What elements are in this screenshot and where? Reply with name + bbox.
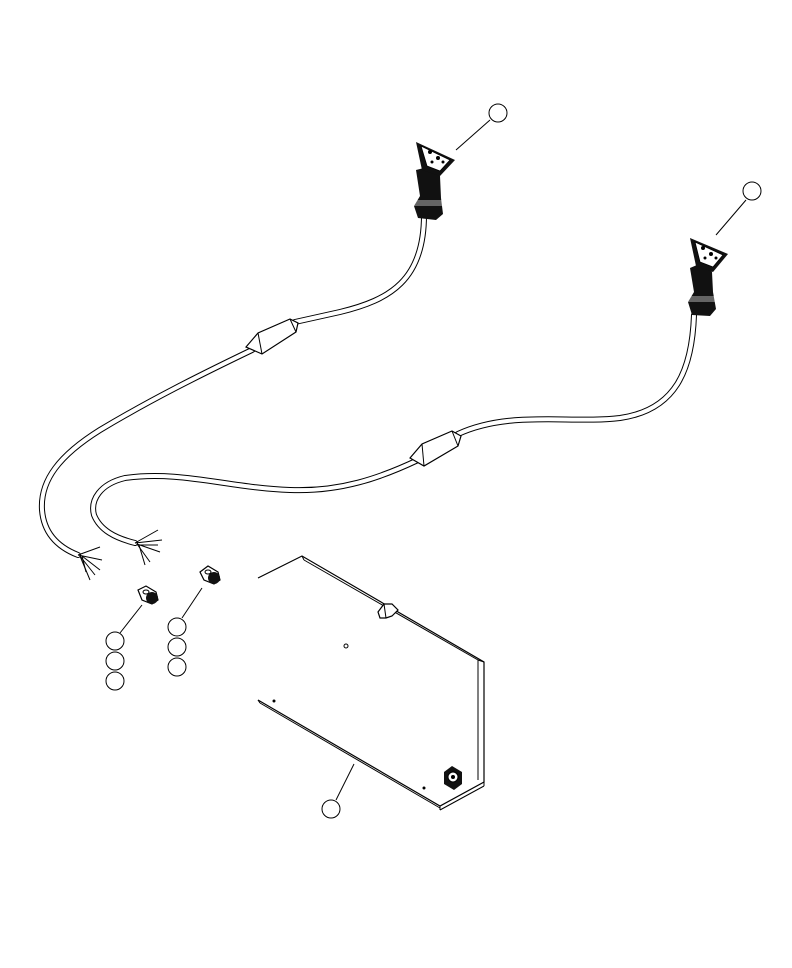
callout-7 xyxy=(167,637,187,657)
left-joystick-assembly xyxy=(38,119,491,581)
right-connector-seam-2 xyxy=(451,430,459,447)
right-cable-wire-ends xyxy=(134,529,163,566)
right-connector-seam xyxy=(421,443,425,467)
callout-leader-5 xyxy=(335,763,355,801)
callout-8 xyxy=(167,657,187,677)
control-box-connector xyxy=(444,766,462,790)
callout-4 xyxy=(105,651,125,671)
callout-leader-1 xyxy=(455,119,491,151)
control-box xyxy=(257,555,485,811)
left-cable-connector xyxy=(245,318,299,355)
mount-hole xyxy=(272,699,276,703)
left-joystick-grip xyxy=(413,142,455,220)
callout-leader-3 xyxy=(119,604,143,634)
left-cable-wire-ends xyxy=(77,546,103,581)
callout-3 xyxy=(105,631,125,651)
callout-2 xyxy=(742,181,762,201)
callout-6 xyxy=(167,617,187,637)
control-box-top xyxy=(257,555,485,807)
plug-left xyxy=(119,585,159,634)
right-joystick-assembly xyxy=(90,199,747,566)
callout-leader-4 xyxy=(181,587,203,619)
right-joystick-cable-core xyxy=(91,313,696,545)
left-connector-seam xyxy=(257,332,263,355)
callout-9 xyxy=(321,799,341,819)
left-joystick-cable-core xyxy=(39,213,426,557)
left-connector-seam-2 xyxy=(289,318,297,333)
left-joystick-cable xyxy=(38,212,427,558)
control-box-latch xyxy=(377,603,399,619)
right-cable-connector xyxy=(409,430,462,467)
mount-hole xyxy=(422,786,426,790)
right-joystick-cable xyxy=(90,312,697,546)
callout-1 xyxy=(488,103,508,123)
callout-leader-2 xyxy=(715,199,747,236)
callout-5 xyxy=(105,671,125,691)
right-joystick-grip xyxy=(688,238,728,316)
mount-hole xyxy=(343,643,349,649)
plug-right xyxy=(181,565,221,619)
